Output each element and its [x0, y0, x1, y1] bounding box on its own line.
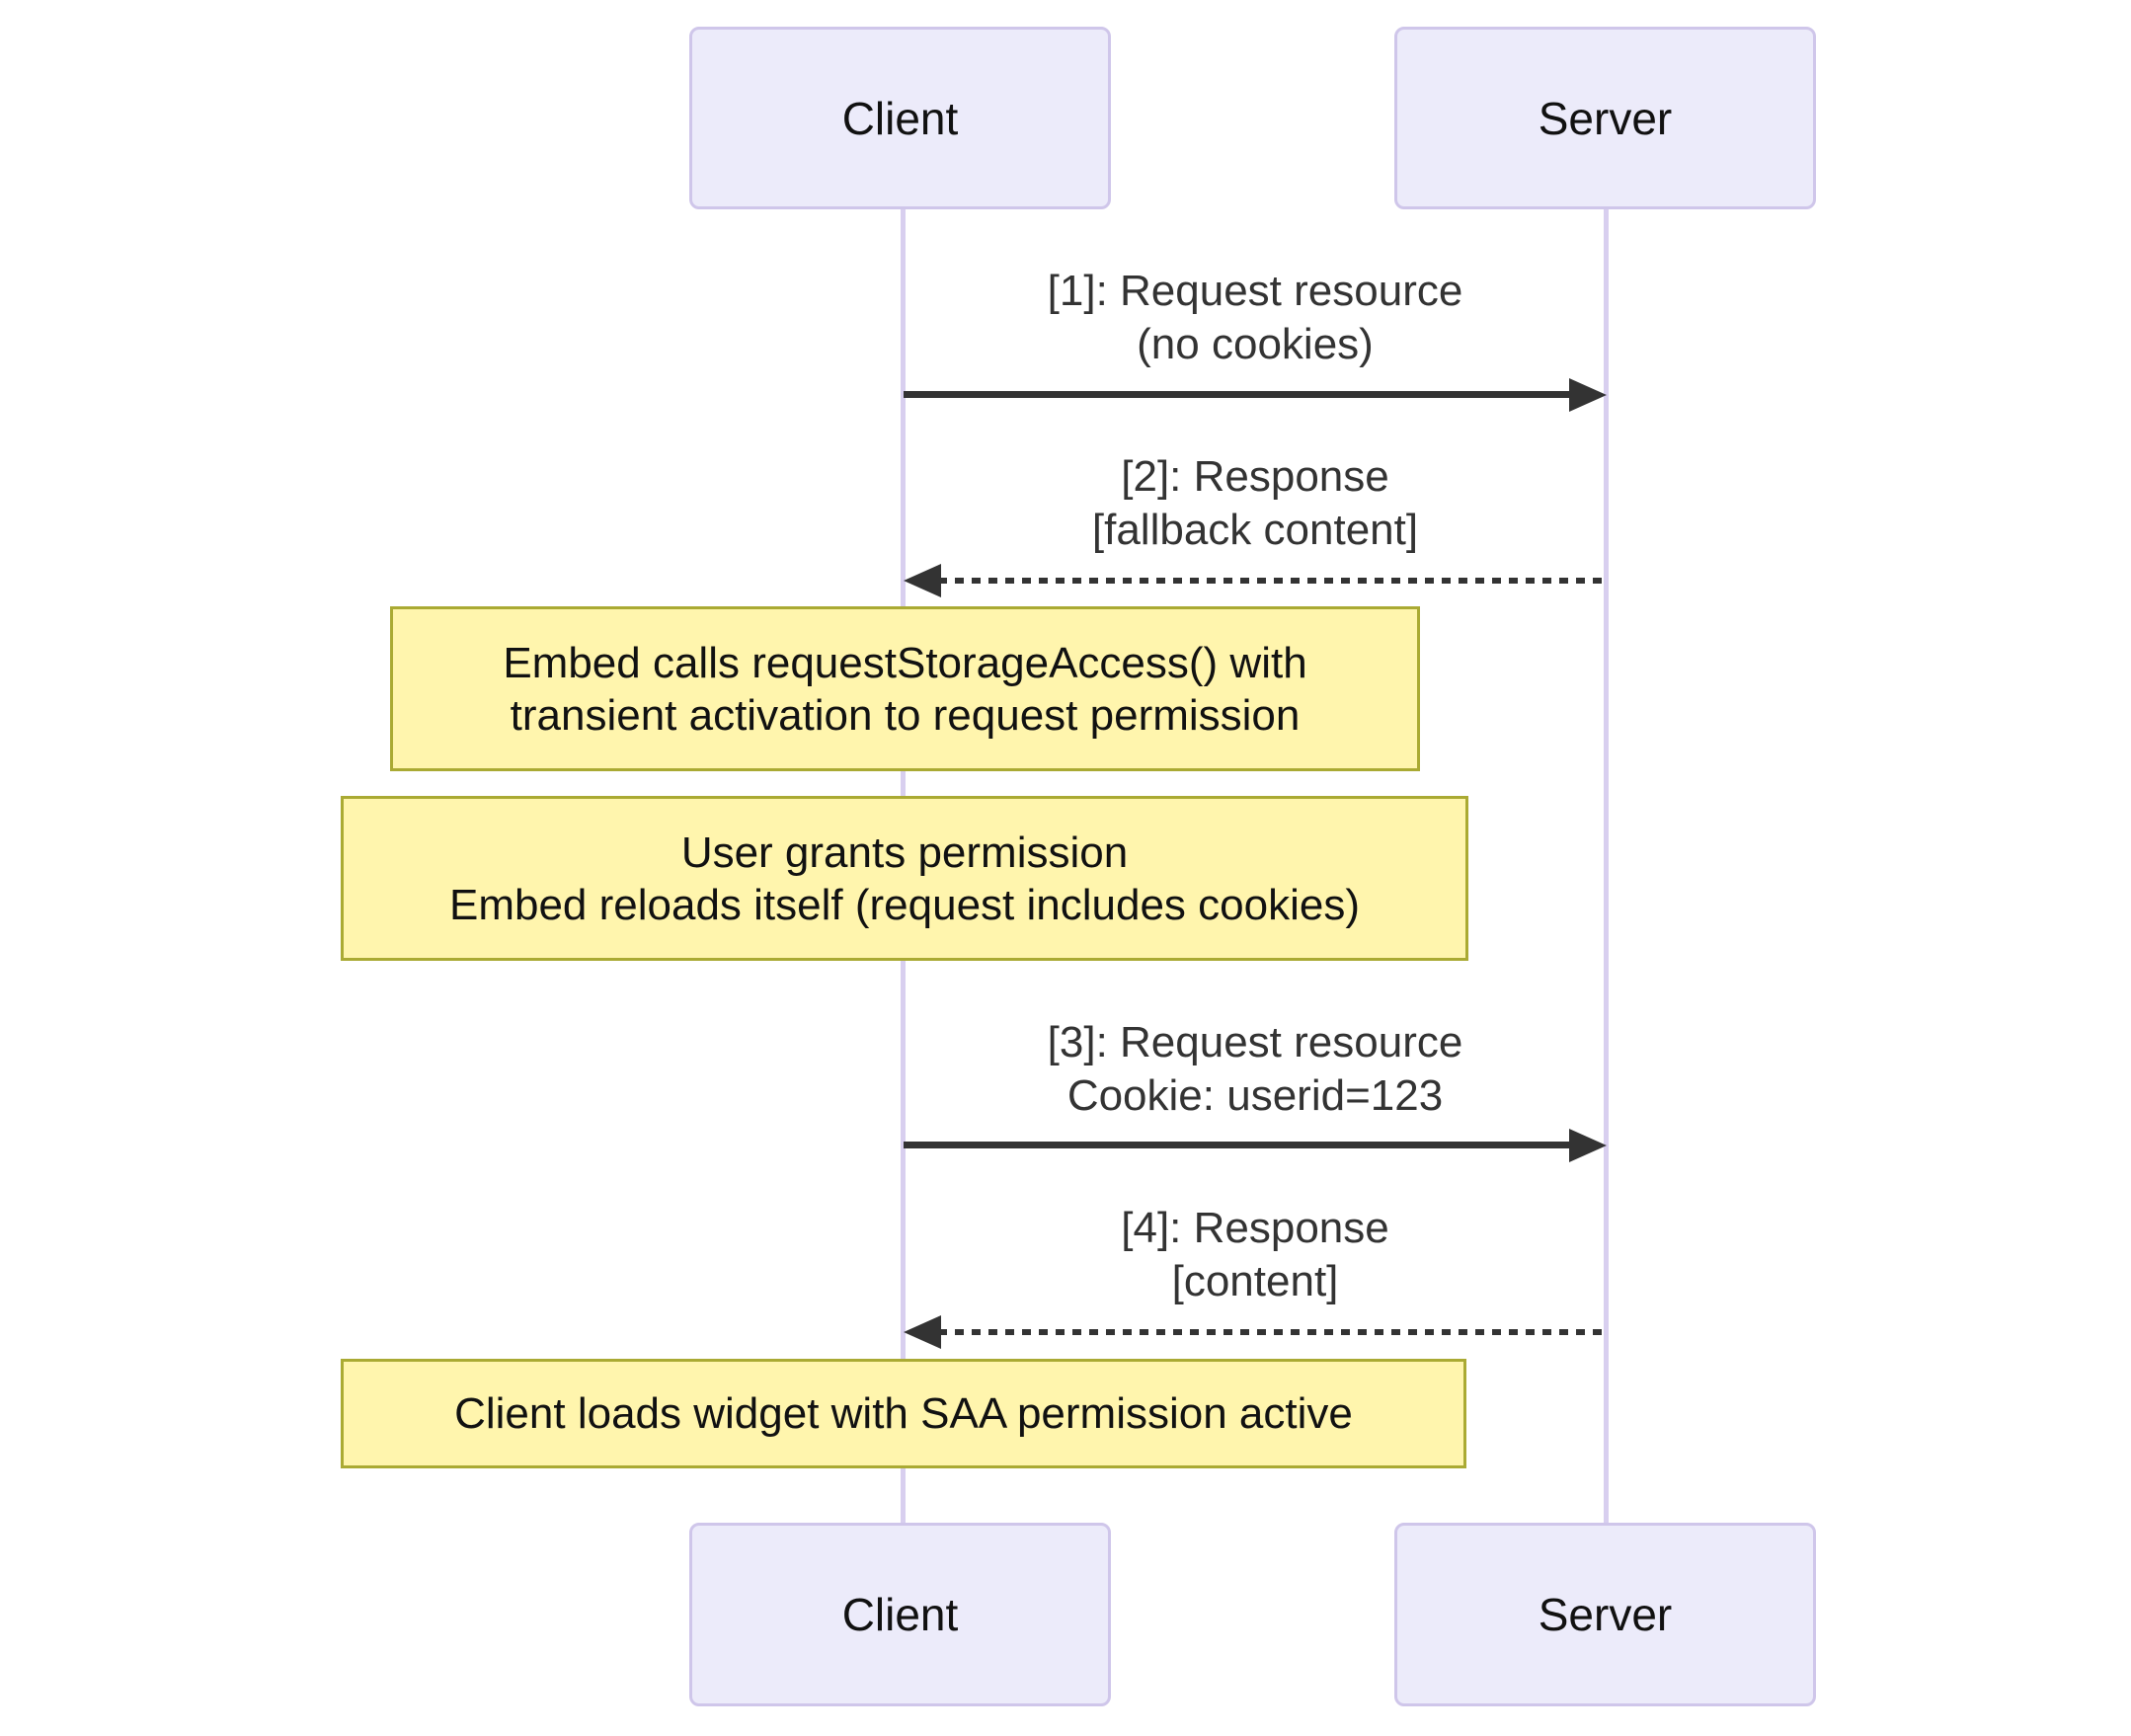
actor-client-bottom-label: Client	[841, 1589, 959, 1640]
message-2-arrowhead-left-icon	[904, 564, 941, 597]
message-3-arrow-line	[904, 1142, 1571, 1148]
actor-server-bottom: Server	[1394, 1523, 1816, 1706]
server-lifeline	[1604, 209, 1609, 1523]
message-3-line2: Cookie: userid=123	[1066, 1071, 1444, 1120]
note-request-storage-access: Embed calls requestStorageAccess() with …	[390, 606, 1420, 771]
message-1-arrow-line	[904, 391, 1571, 398]
note-user-grants-permission: User grants permission Embed reloads its…	[341, 796, 1468, 961]
note-1-line2: transient activation to request permissi…	[510, 690, 1301, 740]
message-4-arrowhead-left-icon	[904, 1315, 941, 1349]
message-4-arrow-line	[938, 1329, 1607, 1335]
message-2-label: [2]: Response [fallback content]	[904, 450, 1607, 557]
message-1-line2: (no cookies)	[1137, 320, 1374, 368]
actor-server-top: Server	[1394, 27, 1816, 209]
message-2-line1: [2]: Response	[1121, 452, 1389, 501]
message-4-line2: [content]	[1171, 1257, 1339, 1305]
message-3-label: [3]: Request resource Cookie: userid=123	[904, 1016, 1607, 1123]
message-2-line2: [fallback content]	[1091, 506, 1419, 554]
note-1-line1: Embed calls requestStorageAccess() with	[503, 638, 1307, 687]
message-4-line1: [4]: Response	[1121, 1204, 1389, 1252]
actor-server-top-label: Server	[1538, 92, 1673, 144]
message-3-arrowhead-right-icon	[1569, 1129, 1607, 1162]
actor-server-bottom-label: Server	[1538, 1589, 1673, 1640]
message-2-arrow-line	[938, 578, 1607, 584]
note-client-loads-widget: Client loads widget with SAA permission …	[341, 1359, 1466, 1468]
message-1-line1: [1]: Request resource	[1047, 267, 1463, 315]
note-2-line2: Embed reloads itself (request includes c…	[448, 880, 1360, 929]
note-2-line1: User grants permission	[680, 828, 1129, 877]
actor-client-bottom: Client	[689, 1523, 1111, 1706]
actor-client-top-label: Client	[841, 92, 959, 144]
message-1-arrowhead-right-icon	[1569, 378, 1607, 412]
message-3-line1: [3]: Request resource	[1047, 1018, 1463, 1066]
note-3-line1: Client loads widget with SAA permission …	[454, 1389, 1353, 1438]
message-1-label: [1]: Request resource (no cookies)	[904, 265, 1607, 371]
message-4-label: [4]: Response [content]	[904, 1202, 1607, 1308]
actor-client-top: Client	[689, 27, 1111, 209]
